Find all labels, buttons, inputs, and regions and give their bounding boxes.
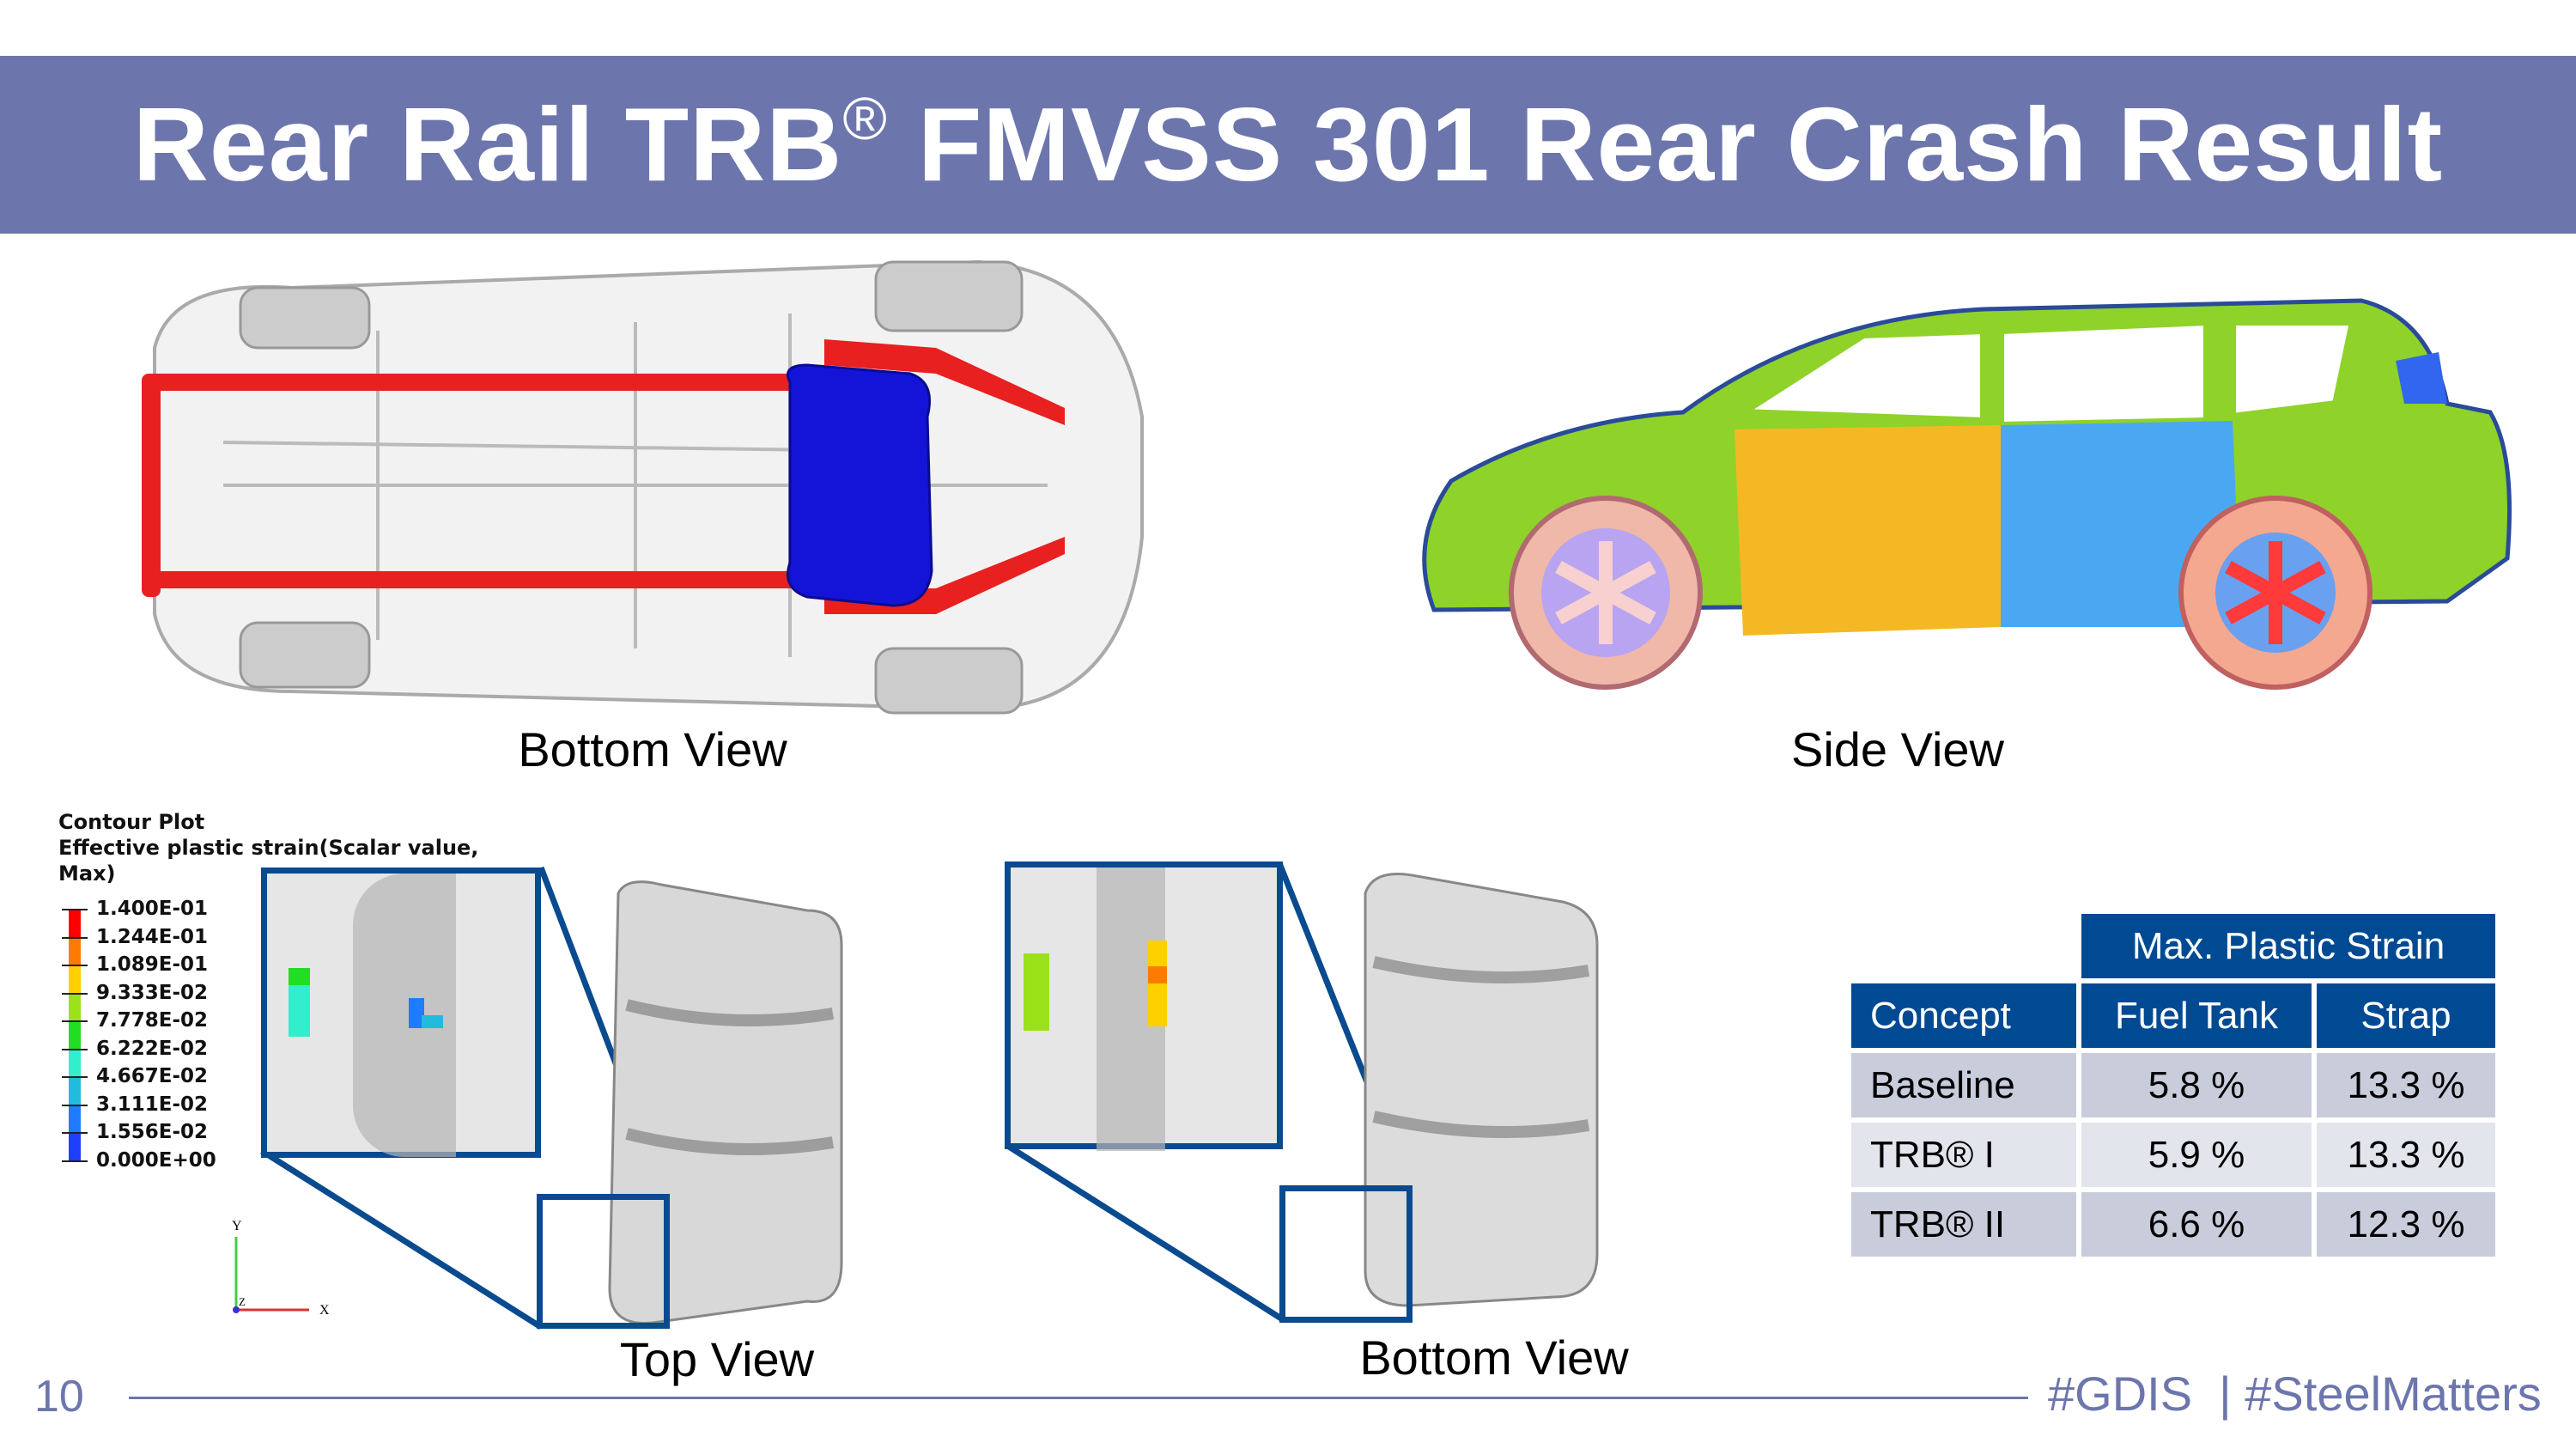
legend-color-swatch <box>69 965 81 993</box>
axis-triad-icon: Y X Z <box>232 1220 330 1318</box>
legend-color-swatch <box>69 1048 81 1076</box>
legend-tick <box>62 1020 88 1022</box>
header-strap: Strap <box>2317 983 2495 1048</box>
top-view-highlight-box <box>537 1194 670 1329</box>
legend-color-swatch <box>69 1132 81 1160</box>
legend-level-label: 0.000E+00 <box>96 1148 216 1172</box>
legend-level-label: 1.556E-02 <box>96 1121 209 1143</box>
legend-tick <box>62 909 88 910</box>
legend-tick <box>62 965 88 966</box>
legend-title: Contour Plot <box>58 810 205 834</box>
legend-subtitle: Effective plastic strain(Scalar value, M… <box>58 836 479 886</box>
cell-fuel-tank: 6.6 % <box>2081 1192 2312 1257</box>
legend-color-swatch <box>69 936 81 965</box>
footer-hashtags: #GDIS | #SteelMatters <box>2048 1367 2542 1421</box>
slide-title: Rear Rail TRB® FMVSS 301 Rear Crash Resu… <box>0 56 2576 234</box>
bottom-view-car-image <box>142 259 1144 715</box>
table-row: TRB® I 5.9 % 13.3 % <box>1851 1123 2495 1187</box>
registered-mark: ® <box>842 85 888 152</box>
legend-level-label: 1.400E-01 <box>96 898 209 920</box>
title-text-rest: FMVSS 301 Rear Crash Result <box>887 86 2444 203</box>
axis-x-label: X <box>319 1303 330 1318</box>
bottom-view-label: Bottom View <box>518 722 787 776</box>
table-row: Baseline 5.8 % 13.3 % <box>1851 1053 2495 1117</box>
top-view-label: Top View <box>619 1332 815 1386</box>
group-header: Max. Plastic Strain <box>2081 914 2495 978</box>
bottom-view-inset <box>1005 861 1283 1151</box>
legend-tick <box>62 1160 88 1162</box>
cell-concept: Baseline <box>1851 1053 2076 1117</box>
cell-fuel-tank: 5.8 % <box>2081 1053 2312 1117</box>
legend-level-label: 7.778E-02 <box>96 1009 209 1032</box>
page-number: 10 <box>34 1372 84 1422</box>
legend-color-swatch <box>69 1020 81 1049</box>
legend-level-label: 1.089E-01 <box>96 953 209 976</box>
legend-color-swatch <box>69 909 81 937</box>
axis-z-label: Z <box>239 1295 246 1308</box>
bottom-tank-view-label: Bottom View <box>1359 1330 1629 1385</box>
legend-level-label: 4.667E-02 <box>96 1065 209 1087</box>
side-view-label: Side View <box>1790 722 2004 776</box>
legend-color-swatch <box>69 1104 81 1132</box>
header-fuel-tank: Fuel Tank <box>2081 983 2312 1048</box>
side-view-car-image <box>1422 298 2512 690</box>
legend-level-label: 3.111E-02 <box>96 1093 209 1116</box>
legend-tick <box>62 936 88 939</box>
legend-level-label: 6.222E-02 <box>96 1037 209 1060</box>
bottom-view-zoom-lines <box>1007 861 1599 1321</box>
top-view-inset <box>261 868 541 1158</box>
header-concept: Concept <box>1851 983 2076 1048</box>
contour-plot-legend: Contour Plot Effective plastic strain(Sc… <box>58 809 505 886</box>
cell-strap: 13.3 % <box>2317 1053 2495 1117</box>
axis-y-label: Y <box>232 1220 242 1233</box>
footer-divider <box>129 1397 2028 1399</box>
cell-strap: 13.3 % <box>2317 1123 2495 1187</box>
cell-fuel-tank: 5.9 % <box>2081 1123 2312 1187</box>
cell-strap: 12.3 % <box>2317 1192 2495 1257</box>
legend-tick <box>62 1076 88 1078</box>
title-bar <box>0 56 2576 234</box>
cell-concept: TRB® II <box>1851 1192 2076 1257</box>
table-row: TRB® II 6.6 % 12.3 % <box>1851 1192 2495 1257</box>
max-plastic-strain-table: Max. Plastic Strain Concept Fuel Tank St… <box>1846 909 2500 1262</box>
legend-level-label: 1.244E-01 <box>96 925 209 948</box>
legend-tick <box>62 1132 88 1134</box>
legend-tick <box>62 1104 88 1106</box>
legend-level-label: 9.333E-02 <box>96 981 209 1004</box>
legend-tick <box>62 992 88 995</box>
bottom-view-highlight-box <box>1279 1185 1413 1323</box>
legend-color-swatch <box>69 1076 81 1105</box>
cell-concept: TRB® I <box>1851 1123 2076 1187</box>
legend-color-scale: 1.400E-01 1.244E-01 1.089E-01 9.333E-02 7.77… <box>62 898 234 1172</box>
title-text: Rear Rail TRB <box>132 86 843 203</box>
legend-color-swatch <box>69 992 81 1020</box>
legend-tick <box>62 1048 88 1050</box>
